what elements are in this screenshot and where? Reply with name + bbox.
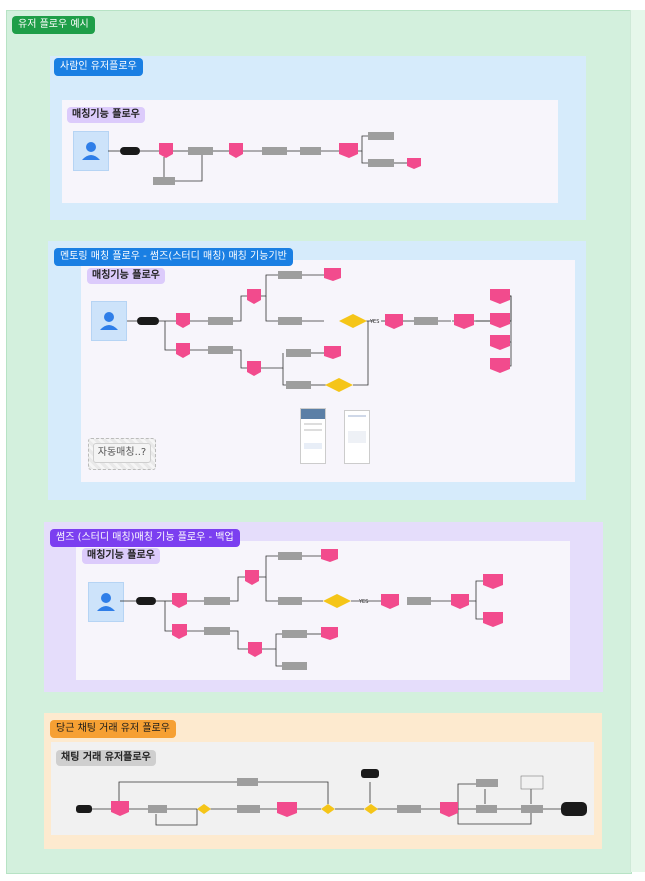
gray-step <box>278 271 302 279</box>
pink-step <box>483 612 503 627</box>
person-flow-subtitle[interactable]: 매칭기능 플로우 <box>67 107 145 123</box>
start-node <box>120 147 140 155</box>
pink-step <box>490 289 510 304</box>
pink-step <box>159 143 173 158</box>
trade-flow-subtitle[interactable]: 채팅 거래 유저플로우 <box>56 750 156 766</box>
pink-step <box>111 801 129 816</box>
user-icon <box>100 312 118 330</box>
board-frame-edge <box>630 10 645 872</box>
pink-step <box>247 289 261 304</box>
end-node <box>561 802 587 816</box>
yes-label: YES <box>358 599 368 605</box>
mentoring-avatar <box>91 301 127 341</box>
gray-step <box>521 805 543 813</box>
person-flow-diagram <box>108 132 421 185</box>
section-backup-title[interactable]: 썸즈 (스터디 매칭)매칭 기능 플로우 - 백업 <box>50 529 240 547</box>
pink-step <box>440 802 458 817</box>
decision-diamond <box>364 804 378 814</box>
pink-step <box>490 313 510 328</box>
user-icon <box>97 593 115 611</box>
auto-matching-note: 자동매칭..? <box>88 438 156 470</box>
mentoring-flow-subtitle[interactable]: 매칭기능 플로우 <box>87 268 165 284</box>
pink-step <box>247 361 261 376</box>
decision-diamond <box>197 804 211 814</box>
gray-step <box>237 778 258 786</box>
pink-step <box>324 268 341 281</box>
gray-step <box>208 317 233 325</box>
gray-step <box>282 662 307 670</box>
pink-step <box>490 358 510 373</box>
gray-step <box>414 317 438 325</box>
backup-flow-subtitle[interactable]: 매칭기능 플로우 <box>82 548 160 564</box>
mentoring-flow-diagram: YES <box>127 268 512 392</box>
pink-step <box>407 158 421 169</box>
pink-step <box>321 549 338 562</box>
start-node <box>137 317 159 325</box>
section-mentoring-title[interactable]: 멘토링 매칭 플로우 - 썸즈(스터디 매칭) 매칭 기능기반 <box>54 248 293 266</box>
gray-step <box>282 630 307 638</box>
gray-step <box>262 147 287 155</box>
gray-step <box>278 317 302 325</box>
backup-flow-frame <box>76 541 570 680</box>
gray-step <box>208 346 233 354</box>
gray-step <box>278 597 302 605</box>
backup-flow-diagram: YES <box>120 549 503 670</box>
person-avatar <box>73 131 109 171</box>
gray-step <box>397 805 421 813</box>
pink-step <box>172 593 187 608</box>
pink-step <box>248 642 262 657</box>
pink-step <box>451 594 469 609</box>
pink-step <box>176 313 190 328</box>
gray-step <box>368 159 394 167</box>
pink-step <box>229 143 243 158</box>
decision-diamond <box>323 594 351 608</box>
backup-avatar <box>88 582 124 622</box>
trade-flow-diagram <box>76 769 587 826</box>
screenshot-thumbnail <box>344 410 370 464</box>
gray-step <box>286 381 311 389</box>
gray-step <box>300 147 321 155</box>
yes-label: YES <box>369 319 379 325</box>
gray-step <box>278 552 302 560</box>
pink-step <box>176 343 190 358</box>
pink-step <box>454 314 474 329</box>
pink-step <box>490 335 510 350</box>
pink-step <box>321 627 338 640</box>
end-node <box>361 769 379 778</box>
pink-step <box>339 143 358 158</box>
pink-step <box>381 594 399 609</box>
section-trade-title[interactable]: 당근 채팅 거래 유저 플로우 <box>50 720 176 738</box>
gray-step <box>407 597 431 605</box>
gray-step <box>148 805 167 813</box>
gray-step <box>368 132 394 140</box>
section-person-title[interactable]: 사람인 유저플로우 <box>54 58 143 76</box>
decision-diamond <box>321 804 335 814</box>
pink-step <box>324 346 341 359</box>
board-title-tag[interactable]: 유저 플로우 예시 <box>12 16 95 34</box>
pink-step <box>245 570 259 585</box>
screenshot-thumbnail <box>300 408 326 464</box>
pink-step <box>277 802 297 817</box>
note-box <box>520 775 544 790</box>
user-icon <box>82 142 100 160</box>
gray-step <box>188 147 213 155</box>
gray-step <box>476 779 498 787</box>
decision-diamond <box>325 378 353 392</box>
gray-step <box>286 349 311 357</box>
gray-step <box>476 805 497 813</box>
gray-step <box>204 597 230 605</box>
pink-step <box>385 314 403 329</box>
decision-diamond <box>339 314 367 328</box>
gray-step <box>204 627 230 635</box>
auto-matching-label: 자동매칭..? <box>93 443 151 463</box>
start-node <box>136 597 156 605</box>
pink-step <box>172 624 187 639</box>
pink-step <box>483 574 503 589</box>
start-node <box>76 805 92 813</box>
gray-step <box>153 177 175 185</box>
gray-step <box>237 805 260 813</box>
